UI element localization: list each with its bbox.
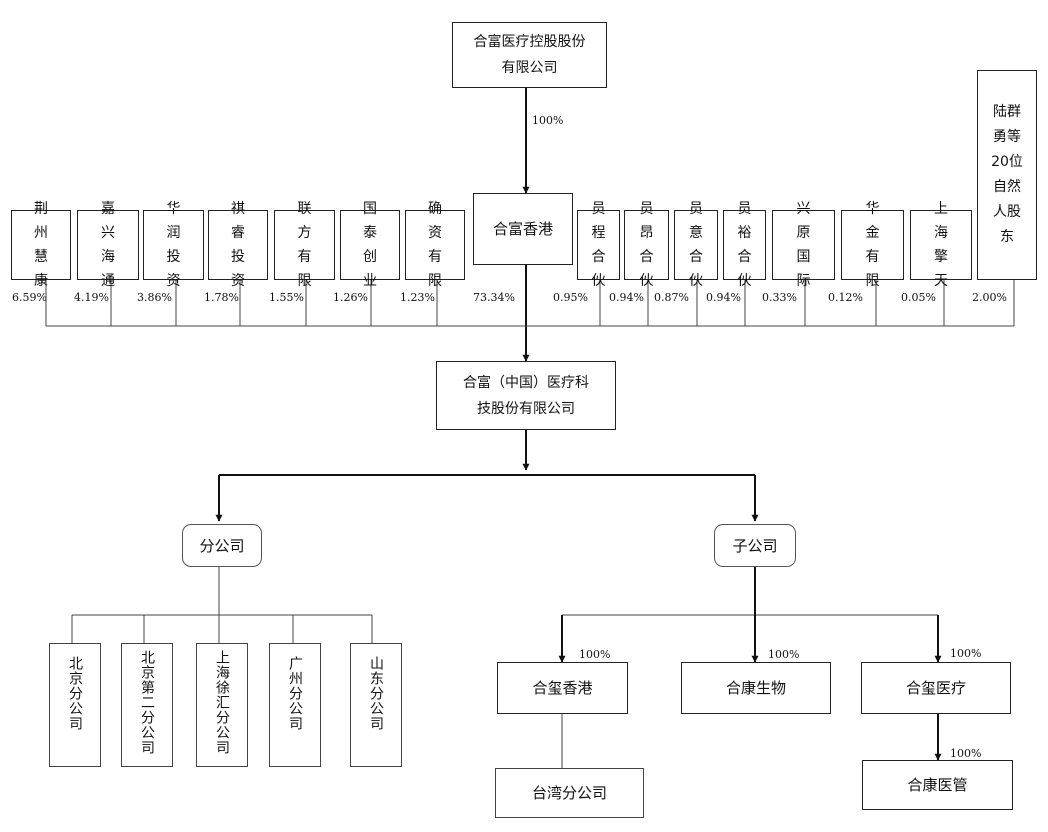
hekang-mgmt-pct: 100% bbox=[950, 747, 982, 760]
main-company-box: 合富（中国）医疗科技股份有限公司 bbox=[436, 361, 616, 430]
shareholder-name: 陆群勇等20位自然人股东 bbox=[991, 104, 1023, 245]
shareholder-pct: 0.94% bbox=[609, 291, 644, 304]
branch-box-beijing: 北京分公司 bbox=[49, 643, 101, 767]
shareholder-pct: 0.94% bbox=[706, 291, 741, 304]
sub-group-box: 子公司 bbox=[714, 524, 796, 567]
sub-name: 合玺香港 bbox=[532, 679, 593, 697]
sub-group-label: 子公司 bbox=[732, 536, 778, 555]
shareholder-name: 员昂合伙 bbox=[639, 201, 654, 289]
main-company-name: 合富（中国）医疗科技股份有限公司 bbox=[463, 374, 589, 417]
branch-box-beijing-2: 北京第二分公司 bbox=[121, 643, 173, 767]
shareholder-pct: 3.86% bbox=[137, 291, 172, 304]
sub-pct-hexi-hk: 100% bbox=[579, 648, 611, 661]
branch-box-shanghai-xuhui: 上海徐汇分公司 bbox=[196, 643, 248, 767]
shareholder-box: 华金有限 bbox=[841, 201, 904, 289]
shareholder-name: 兴原国际 bbox=[796, 201, 811, 289]
branch-name: 北京第二分公司 bbox=[139, 650, 155, 755]
hekang-mgmt-box: 合康医管 bbox=[862, 760, 1013, 810]
shareholder-pct: 0.33% bbox=[762, 291, 797, 304]
shareholder-name: 华润投资 bbox=[166, 201, 181, 289]
hefu-hk-box: 合富香港 bbox=[473, 193, 573, 265]
taiwan-branch-name: 台湾分公司 bbox=[531, 784, 607, 802]
shareholder-pct: 2.00% bbox=[972, 291, 1007, 304]
sub-pct-hekang-bio: 100% bbox=[768, 648, 800, 661]
branch-box-shandong: 山东分公司 bbox=[350, 643, 402, 767]
shareholder-name: 员程合伙 bbox=[591, 201, 606, 289]
sub-pct-hexi-medical: 100% bbox=[950, 647, 982, 660]
branch-box-guangzhou: 广州分公司 bbox=[269, 643, 321, 767]
branch-name: 北京分公司 bbox=[67, 656, 83, 731]
shareholder-pct: 0.12% bbox=[828, 291, 863, 304]
shareholder-pct: 1.23% bbox=[400, 291, 435, 304]
sub-box-hexi-medical: 合玺医疗 bbox=[861, 662, 1011, 714]
shareholder-pct: 4.19% bbox=[74, 291, 109, 304]
shareholder-name: 员裕合伙 bbox=[737, 201, 752, 289]
shareholder-box: 嘉兴海通 bbox=[77, 201, 139, 289]
shareholder-name: 国泰创业 bbox=[362, 201, 377, 289]
branch-group-box: 分公司 bbox=[182, 524, 262, 567]
top-holding-name: 合富医疗控股股份有限公司 bbox=[473, 34, 586, 76]
shareholder-pct: 0.95% bbox=[553, 291, 588, 304]
shareholder-box: 员昂合伙 bbox=[624, 201, 669, 289]
shareholder-name: 祺睿投资 bbox=[230, 201, 245, 289]
shareholder-box: 国泰创业 bbox=[340, 201, 400, 289]
shareholder-box: 荆州慧康 bbox=[11, 201, 71, 289]
branch-name: 上海徐汇分公司 bbox=[214, 650, 230, 755]
sub-box-hekang-bio: 合康生物 bbox=[681, 662, 831, 714]
taiwan-branch-box: 台湾分公司 bbox=[495, 768, 644, 818]
shareholder-name: 荆州慧康 bbox=[33, 201, 48, 289]
shareholder-box: 祺睿投资 bbox=[208, 201, 268, 289]
shareholder-name: 员意合伙 bbox=[688, 201, 703, 289]
shareholder-pct: 1.26% bbox=[333, 291, 368, 304]
hefu-hk-name: 合富香港 bbox=[492, 220, 553, 238]
shareholder-name: 华金有限 bbox=[865, 201, 880, 289]
shareholder-box: 陆群勇等20位自然人股东 bbox=[977, 70, 1037, 280]
shareholder-name: 上海擎天 bbox=[933, 201, 948, 289]
sub-name: 合康生物 bbox=[725, 679, 786, 697]
shareholder-box: 兴原国际 bbox=[772, 201, 835, 289]
shareholder-name: 确资有限 bbox=[427, 201, 442, 289]
shareholder-pct: 6.59% bbox=[12, 291, 47, 304]
shareholder-box: 员意合伙 bbox=[674, 201, 718, 289]
shareholder-name: 联方有限 bbox=[297, 201, 312, 289]
shareholder-pct: 0.05% bbox=[901, 291, 936, 304]
shareholder-drop-lines bbox=[45, 280, 1015, 326]
hekang-mgmt-name: 合康医管 bbox=[907, 776, 968, 794]
sub-box-hexi-hk: 合玺香港 bbox=[497, 662, 628, 714]
branch-name: 广州分公司 bbox=[287, 656, 303, 731]
shareholder-box: 联方有限 bbox=[274, 201, 335, 289]
hk-pct: 73.34% bbox=[473, 291, 515, 304]
top-holding-box: 合富医疗控股股份有限公司 bbox=[452, 22, 607, 88]
branch-group-label: 分公司 bbox=[199, 536, 245, 555]
shareholder-box: 确资有限 bbox=[405, 201, 465, 289]
shareholder-box: 员裕合伙 bbox=[723, 201, 766, 289]
shareholder-box: 员程合伙 bbox=[577, 201, 620, 289]
shareholder-pct: 0.87% bbox=[654, 291, 689, 304]
branch-name: 山东分公司 bbox=[368, 656, 384, 731]
top-holding-pct: 100% bbox=[532, 114, 564, 127]
shareholder-pct: 1.78% bbox=[204, 291, 239, 304]
sub-name: 合玺医疗 bbox=[905, 679, 966, 697]
shareholder-name: 嘉兴海通 bbox=[100, 201, 115, 289]
shareholder-box: 华润投资 bbox=[143, 201, 204, 289]
shareholder-box: 上海擎天 bbox=[910, 201, 972, 289]
shareholder-pct: 1.55% bbox=[269, 291, 304, 304]
